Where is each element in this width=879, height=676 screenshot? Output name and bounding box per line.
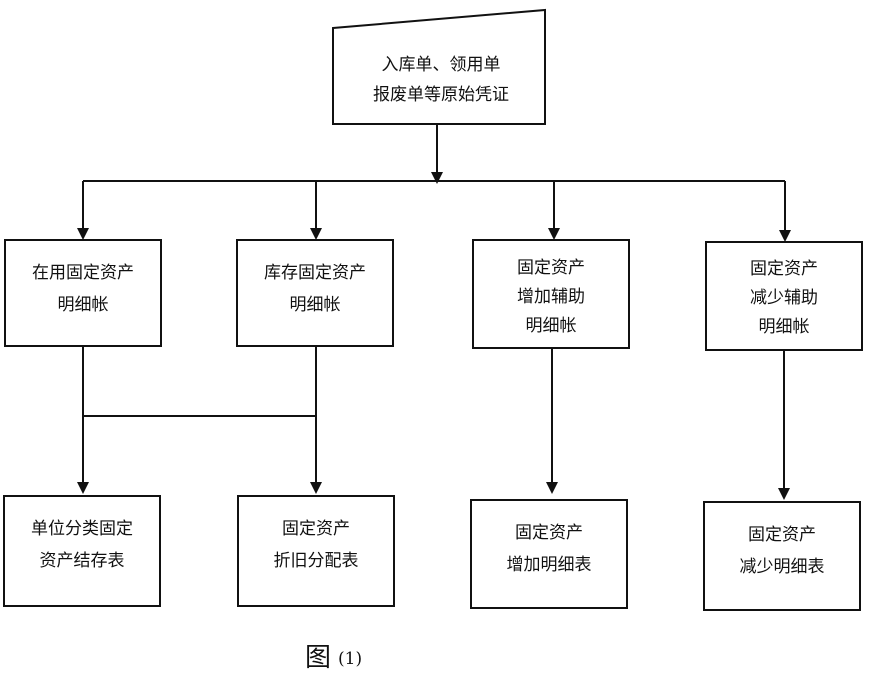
report-decrease-line-1: 固定资产 bbox=[748, 525, 816, 545]
report-box-decrease-shape bbox=[703, 501, 861, 611]
report-arrow-1 bbox=[77, 482, 89, 494]
report-arrow-4 bbox=[778, 488, 790, 500]
source-document-shape bbox=[332, 8, 546, 125]
report-increase-line-1: 固定资产 bbox=[515, 523, 583, 543]
ledger-decrease-line-2: 减少辅助 bbox=[750, 288, 818, 308]
ledger-increase-line-3: 明细帐 bbox=[526, 316, 577, 336]
report-box-classification-shape bbox=[3, 495, 161, 607]
report-arrow-2 bbox=[310, 482, 322, 494]
caption-number: (1) bbox=[338, 649, 362, 669]
report-box-increase: 固定资产 增加明细表 bbox=[470, 499, 628, 609]
ledger-decrease-line-1: 固定资产 bbox=[750, 259, 818, 279]
report-box-increase-shape bbox=[470, 499, 628, 609]
ledger-box-increase-shape bbox=[472, 239, 630, 349]
source-line-1: 入库单、领用单 bbox=[382, 55, 501, 75]
report-depreciation-line-2: 折旧分配表 bbox=[274, 551, 359, 571]
branch-arrow-4 bbox=[779, 230, 791, 242]
branch-arrow-3 bbox=[548, 228, 560, 240]
source-connectors bbox=[77, 124, 791, 242]
ledger-box-stock-shape bbox=[236, 239, 394, 347]
report-box-depreciation-shape bbox=[237, 495, 395, 607]
report-decrease-line-2: 减少明细表 bbox=[740, 557, 825, 577]
branch-arrow-2 bbox=[310, 228, 322, 240]
ledger-box-increase: 固定资产 增加辅助 明细帐 bbox=[472, 239, 630, 349]
source-document-node: 入库单、领用单 报废单等原始凭证 bbox=[332, 8, 546, 125]
caption-main: 图 bbox=[305, 643, 331, 673]
ledger-decrease-line-3: 明细帐 bbox=[759, 317, 810, 337]
report-connectors bbox=[77, 346, 790, 500]
ledger-in-use-line-1: 在用固定资产 bbox=[32, 263, 134, 283]
ledger-box-decrease: 固定资产 减少辅助 明细帐 bbox=[705, 241, 863, 351]
report-box-decrease: 固定资产 减少明细表 bbox=[703, 501, 861, 611]
ledger-stock-line-1: 库存固定资产 bbox=[264, 263, 366, 283]
ledger-stock-line-2: 明细帐 bbox=[290, 295, 341, 315]
source-line-2: 报废单等原始凭证 bbox=[373, 85, 509, 105]
branch-arrow-1 bbox=[77, 228, 89, 240]
report-classification-line-1: 单位分类固定 bbox=[31, 519, 133, 539]
ledger-box-in-use: 在用固定资产 明细帐 bbox=[4, 239, 162, 347]
report-box-depreciation: 固定资产 折旧分配表 bbox=[237, 495, 395, 607]
report-increase-line-2: 增加明细表 bbox=[507, 555, 592, 575]
report-classification-line-2: 资产结存表 bbox=[40, 551, 125, 571]
ledger-box-stock: 库存固定资产 明细帐 bbox=[236, 239, 394, 347]
report-box-classification: 单位分类固定 资产结存表 bbox=[3, 495, 161, 607]
ledger-box-decrease-shape bbox=[705, 241, 863, 351]
ledger-increase-line-1: 固定资产 bbox=[517, 258, 585, 278]
figure-caption: 图 (1) bbox=[305, 643, 362, 673]
ledger-box-in-use-shape bbox=[4, 239, 162, 347]
source-arrow bbox=[431, 172, 443, 184]
ledger-in-use-line-2: 明细帐 bbox=[58, 295, 109, 315]
report-depreciation-line-1: 固定资产 bbox=[282, 519, 350, 539]
report-arrow-3 bbox=[546, 482, 558, 494]
ledger-increase-line-2: 增加辅助 bbox=[517, 287, 585, 307]
